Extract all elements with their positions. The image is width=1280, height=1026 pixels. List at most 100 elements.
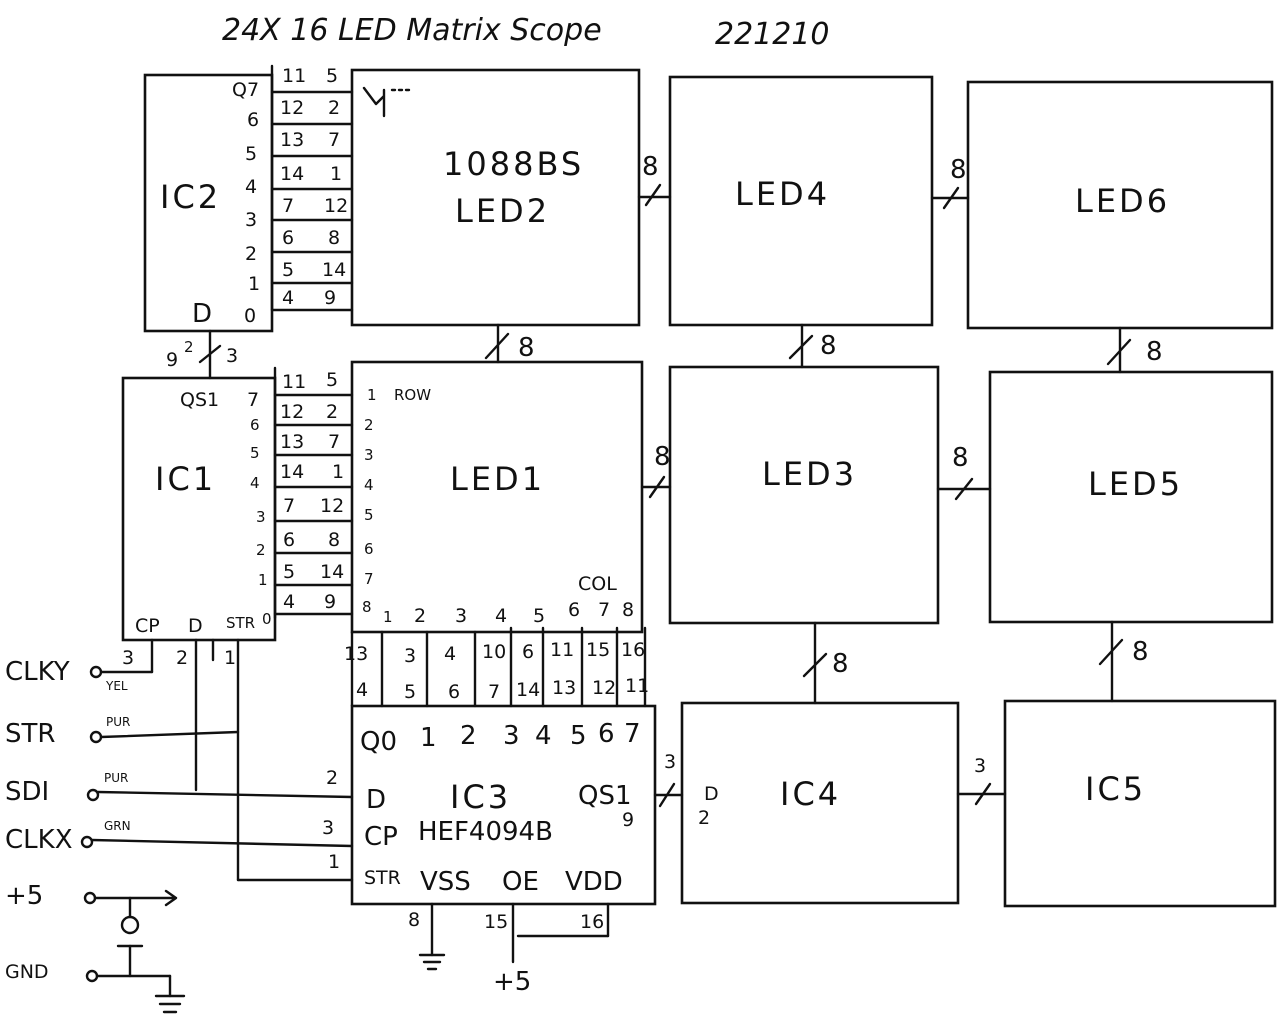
ic1-qs1-pin: 7 <box>247 389 259 411</box>
ic3-str-label: STR <box>364 867 401 889</box>
ic2-map-3-a: 14 <box>280 163 304 185</box>
ic2-ic1-link-right: 3 <box>226 345 238 367</box>
bus-led4-led3-width: 8 <box>820 331 837 361</box>
ic3-out-5: 5 <box>570 721 587 751</box>
connector-plus5-terminal[interactable] <box>83 891 97 905</box>
ic3-pin-oe: 15 <box>484 911 508 933</box>
ic2-map-5-a: 6 <box>282 227 294 249</box>
ic3-d-label: D <box>366 785 386 815</box>
ic4-d-pin: 2 <box>698 807 710 829</box>
connector-str-terminal[interactable] <box>89 730 103 744</box>
led1-row-num-2: 2 <box>364 416 374 434</box>
connector-str-label: STR <box>5 719 55 749</box>
ic2-map-7-a: 4 <box>282 287 294 309</box>
ic1-map-0-b: 5 <box>326 369 338 391</box>
bus-ic3-ic4-width: 3 <box>664 751 676 773</box>
led1-col-num-6: 6 <box>568 599 580 621</box>
col-map-top-3: 4 <box>444 643 456 665</box>
connector-clkx-label: CLKX <box>5 825 73 855</box>
connector-plus5-arrow <box>93 889 178 907</box>
ic1-map-6-a: 5 <box>283 561 295 583</box>
ic1-map-7-b: 9 <box>324 591 336 613</box>
col-map-bottom-2: 5 <box>404 681 416 703</box>
connector-sdi-label: SDI <box>5 777 49 807</box>
col-map-top-1: 13 <box>344 643 368 665</box>
led5-box <box>988 370 1274 624</box>
col-map-top-5: 6 <box>522 641 534 663</box>
led2-part-label: 1088BS <box>443 145 584 183</box>
ic3-out-q0: Q0 <box>360 727 397 757</box>
ic1-str-label: STR <box>226 614 255 632</box>
connector-sdi-color: PUR <box>104 771 128 785</box>
bus-ic3-ic4-slash <box>658 782 676 808</box>
ic3-pin-d: 2 <box>326 767 338 789</box>
ic3-ground-symbol <box>418 953 446 971</box>
bus-led2-led4-width: 8 <box>642 152 659 182</box>
led1-row-num-7: 7 <box>364 570 374 588</box>
ic2-q7-label: Q7 <box>232 79 259 101</box>
ic2-d-label: D <box>192 299 212 329</box>
col-map-bottom-6: 13 <box>552 677 576 699</box>
ic2-map-3-b: 1 <box>330 163 342 185</box>
col-map-top-4: 10 <box>482 641 506 663</box>
col-map-top-2: 3 <box>404 645 416 667</box>
ic1-out-5: 5 <box>250 444 260 462</box>
led1-col-num-5: 5 <box>533 605 545 627</box>
ic3-qs1-pin: 9 <box>622 809 634 831</box>
col-map-top-7: 15 <box>586 639 610 661</box>
led1-row-num-8: 8 <box>362 598 372 616</box>
ic3-cp-label: CP <box>364 822 398 852</box>
led1-col-num-3: 3 <box>455 605 467 627</box>
ic3-pin-vss: 8 <box>408 909 420 931</box>
led6-label: LED6 <box>1075 182 1170 220</box>
ic1-bottom-pin-str: 1 <box>224 647 236 669</box>
ic2-map-0-b: 5 <box>326 65 338 87</box>
ic2-out-5: 5 <box>245 143 257 165</box>
ic1-map-3-b: 1 <box>332 461 344 483</box>
connector-clky-terminal[interactable] <box>89 665 103 679</box>
ic1-out-1: 1 <box>258 571 268 589</box>
connector-sdi-terminal[interactable] <box>86 788 100 802</box>
ic2-map-0-a: 11 <box>282 65 306 87</box>
ic3-pin-vdd: 16 <box>580 911 604 933</box>
ic1-qs1-label: QS1 <box>180 389 219 411</box>
ic2-out-6: 6 <box>247 109 259 131</box>
ic4-label: IC4 <box>780 775 841 813</box>
led2-pin-mark <box>362 86 386 118</box>
ic1-d-label: D <box>188 615 203 637</box>
ic1-map-4-a: 7 <box>283 495 295 517</box>
ic2-ic1-link-mid: 2 <box>184 338 194 356</box>
col-map-bottom-4: 7 <box>488 681 500 703</box>
ic2-out-1: 1 <box>248 273 260 295</box>
led1-row-num-4: 4 <box>364 476 374 494</box>
ic3-label: IC3 <box>450 778 511 816</box>
ic3-part-label: HEF4094B <box>418 817 553 847</box>
ic3-out-6: 6 <box>598 719 615 749</box>
col-map-bottom-3: 6 <box>448 681 460 703</box>
ic1-map-1-b: 2 <box>326 401 338 423</box>
led1-row-num-5: 5 <box>364 506 374 524</box>
led1-col-num-7: 7 <box>598 599 610 621</box>
connector-gnd-terminal[interactable] <box>85 969 99 983</box>
ic2-map-1-b: 2 <box>328 97 340 119</box>
led1-col-num-2: 2 <box>414 605 426 627</box>
ic1-map-0-a: 11 <box>282 371 306 393</box>
led1-col-num-1: 1 <box>383 608 393 626</box>
ic2-map-4-a: 7 <box>282 195 294 217</box>
bus-led5-ic5-width: 8 <box>1132 637 1149 667</box>
ic4-d-label: D <box>704 783 719 805</box>
bus-led1-led3-slash <box>648 475 666 499</box>
connector-clkx-terminal[interactable] <box>80 835 94 849</box>
ic3-vss-label: VSS <box>420 867 471 897</box>
bus-led3-ic4-width: 8 <box>832 649 849 679</box>
col-map-bottom-7: 12 <box>592 677 616 699</box>
ic3-oe-label: OE <box>502 867 539 897</box>
col-map-bottom-1: 4 <box>356 679 368 701</box>
led1-col-num-4: 4 <box>495 605 507 627</box>
ic1-map-2-b: 7 <box>328 431 340 453</box>
ic3-out-3: 3 <box>503 721 520 751</box>
led3-box <box>668 365 940 625</box>
bus-led3-led5-slash <box>954 477 974 501</box>
